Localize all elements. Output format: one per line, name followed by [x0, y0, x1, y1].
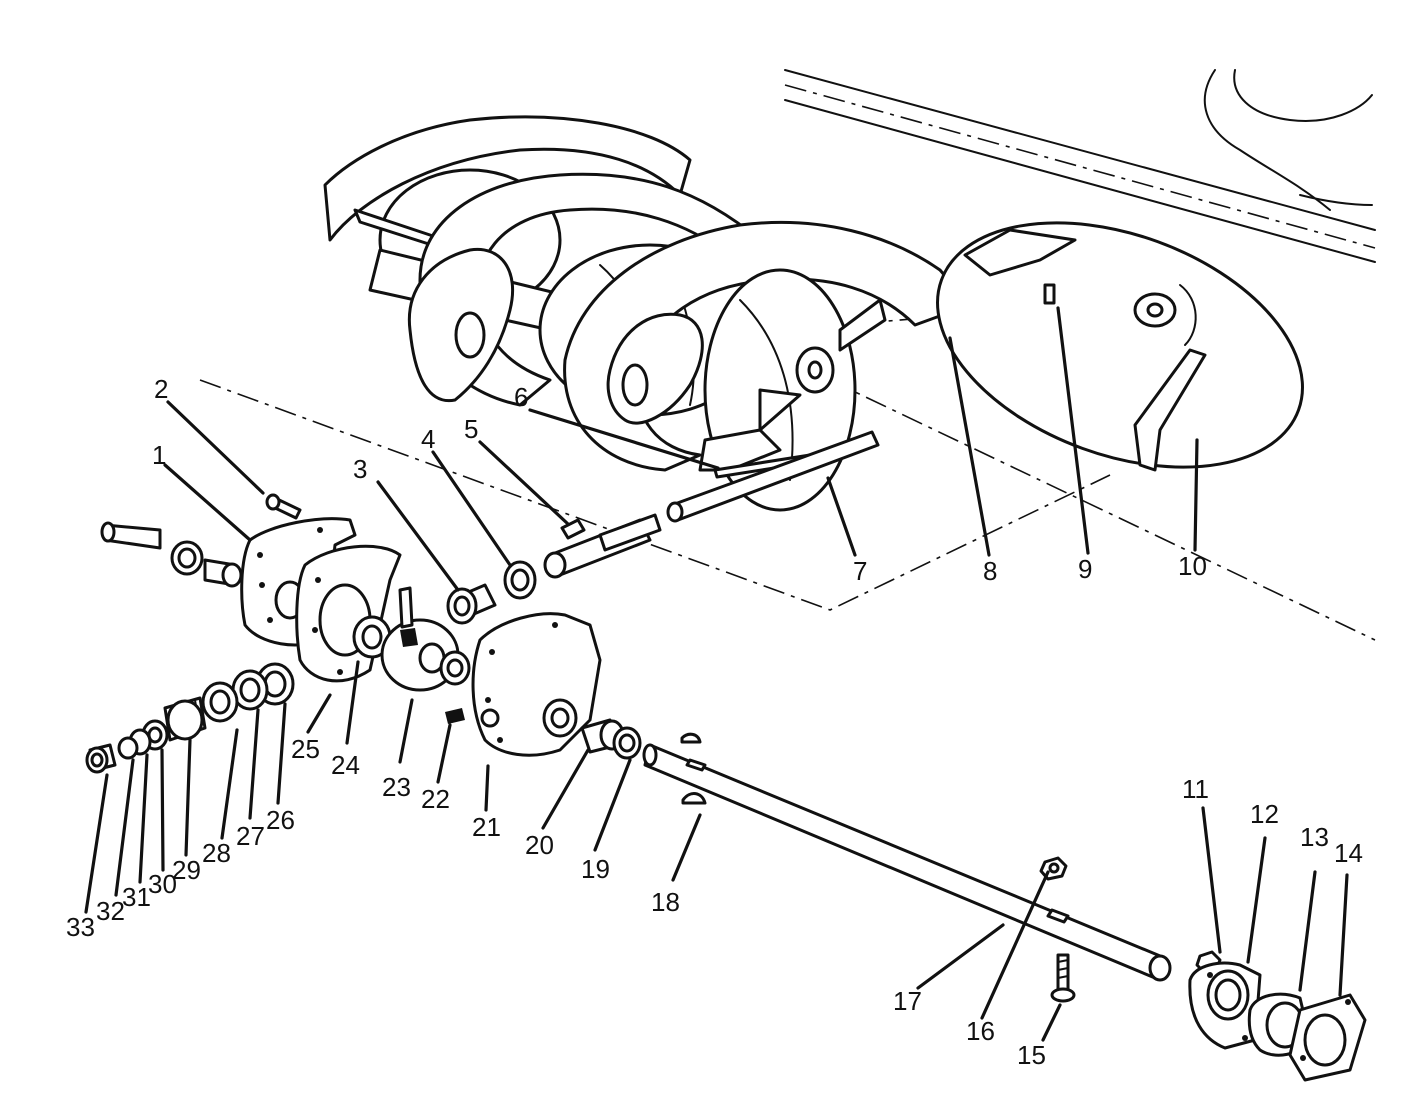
callout-19: 19 — [581, 854, 610, 884]
callout-6: 6 — [514, 382, 528, 412]
upper-bushings — [446, 560, 537, 625]
callout-28: 28 — [202, 838, 231, 868]
callout-27: 27 — [236, 821, 265, 851]
callout-7: 7 — [853, 556, 867, 586]
left-pin-assembly — [100, 521, 243, 588]
auger-drive-shaft — [642, 732, 1172, 982]
callout-18: 18 — [651, 887, 680, 917]
callout-23: 23 — [382, 772, 411, 802]
callout-5: 5 — [464, 414, 478, 444]
callout-2: 2 — [154, 374, 168, 404]
bearing-flange-assembly — [1188, 950, 1367, 1082]
callout-4: 4 — [421, 424, 435, 454]
callout-14: 14 — [1334, 838, 1363, 868]
callout-22: 22 — [421, 784, 450, 814]
callout-21: 21 — [472, 812, 501, 842]
callout-26: 26 — [266, 805, 295, 835]
callout-16: 16 — [966, 1016, 995, 1046]
callout-32: 32 — [96, 896, 125, 926]
callout-11: 11 — [1182, 774, 1209, 804]
callout-10: 10 — [1178, 551, 1207, 581]
callout-17: 17 — [893, 986, 922, 1016]
lower-seal-stack — [85, 662, 295, 774]
worm-gear — [380, 586, 471, 692]
key-parts — [560, 430, 880, 540]
callout-24: 24 — [331, 750, 360, 780]
callout-25: 25 — [291, 734, 320, 764]
callout-8: 8 — [983, 556, 997, 586]
callout-30: 30 — [148, 869, 177, 899]
callout-9: 9 — [1078, 554, 1092, 584]
leader-lines — [84, 306, 1349, 1042]
auger-assembly — [323, 115, 972, 512]
output-bushings — [580, 718, 642, 760]
callout-33: 33 — [66, 912, 95, 942]
shear-bolt-and-nut — [1039, 856, 1076, 1003]
gearbox-housing — [445, 612, 602, 757]
callout-13: 13 — [1300, 822, 1329, 852]
cap-screw — [265, 493, 302, 520]
callout-12: 12 — [1250, 799, 1279, 829]
callout-1: 1 — [152, 440, 166, 470]
splined-shaft — [543, 513, 662, 579]
callout-31: 31 — [122, 882, 151, 912]
callout-3: 3 — [353, 454, 367, 484]
housing-rails — [784, 69, 1376, 263]
callout-15: 15 — [1017, 1040, 1046, 1070]
callout-labels: 1 2 3 4 5 6 7 8 9 10 11 12 13 14 15 16 1… — [66, 374, 1363, 1070]
auger-end-plate — [936, 221, 1304, 472]
callout-20: 20 — [525, 830, 554, 860]
callout-29: 29 — [172, 855, 201, 885]
